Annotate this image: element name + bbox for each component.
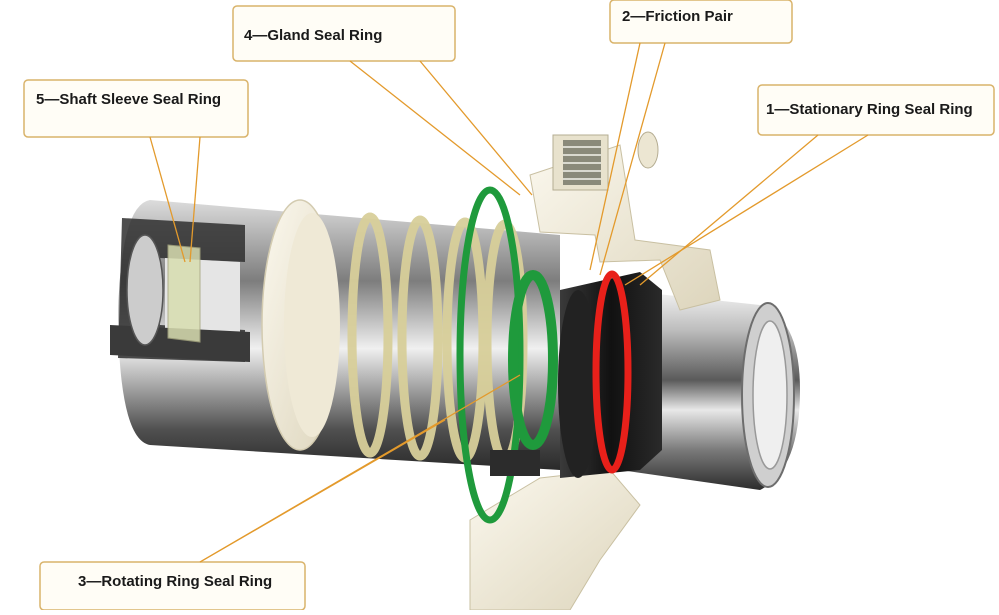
stationary-ring-seal-ring-shape xyxy=(592,270,632,474)
leader-line-1b xyxy=(639,134,819,286)
leader-line-4 xyxy=(349,60,521,196)
collar xyxy=(261,199,340,451)
leader-line-5b xyxy=(189,136,201,263)
leader-line-5 xyxy=(149,136,186,263)
leader-line-4b xyxy=(419,60,533,196)
label-stationary-ring-seal-ring: 1—Stationary Ring Seal Ring xyxy=(766,101,973,118)
leader-line-2 xyxy=(589,42,641,271)
shaft-sleeve-seal-ring-shape xyxy=(167,244,201,343)
label-gland-seal-ring: 4—Gland Seal Ring xyxy=(244,27,383,44)
leader-line-1 xyxy=(624,134,869,286)
leader-line-2b xyxy=(599,42,666,276)
stationary-ring xyxy=(490,272,662,478)
shaft-right xyxy=(620,290,800,490)
label-rotating-ring-seal-ring: 3—Rotating Ring Seal Ring xyxy=(78,573,273,590)
gland-seal-ring-shape xyxy=(456,186,558,524)
label-friction-pair: 2—Friction Pair xyxy=(622,8,733,25)
leader-lines xyxy=(149,42,869,563)
gland-body xyxy=(469,131,721,611)
callout-boxes xyxy=(23,0,995,611)
leader-line-3b xyxy=(199,419,446,563)
label-shaft-sleeve-seal-ring: 5—Shaft Sleeve Seal Ring xyxy=(36,91,222,108)
